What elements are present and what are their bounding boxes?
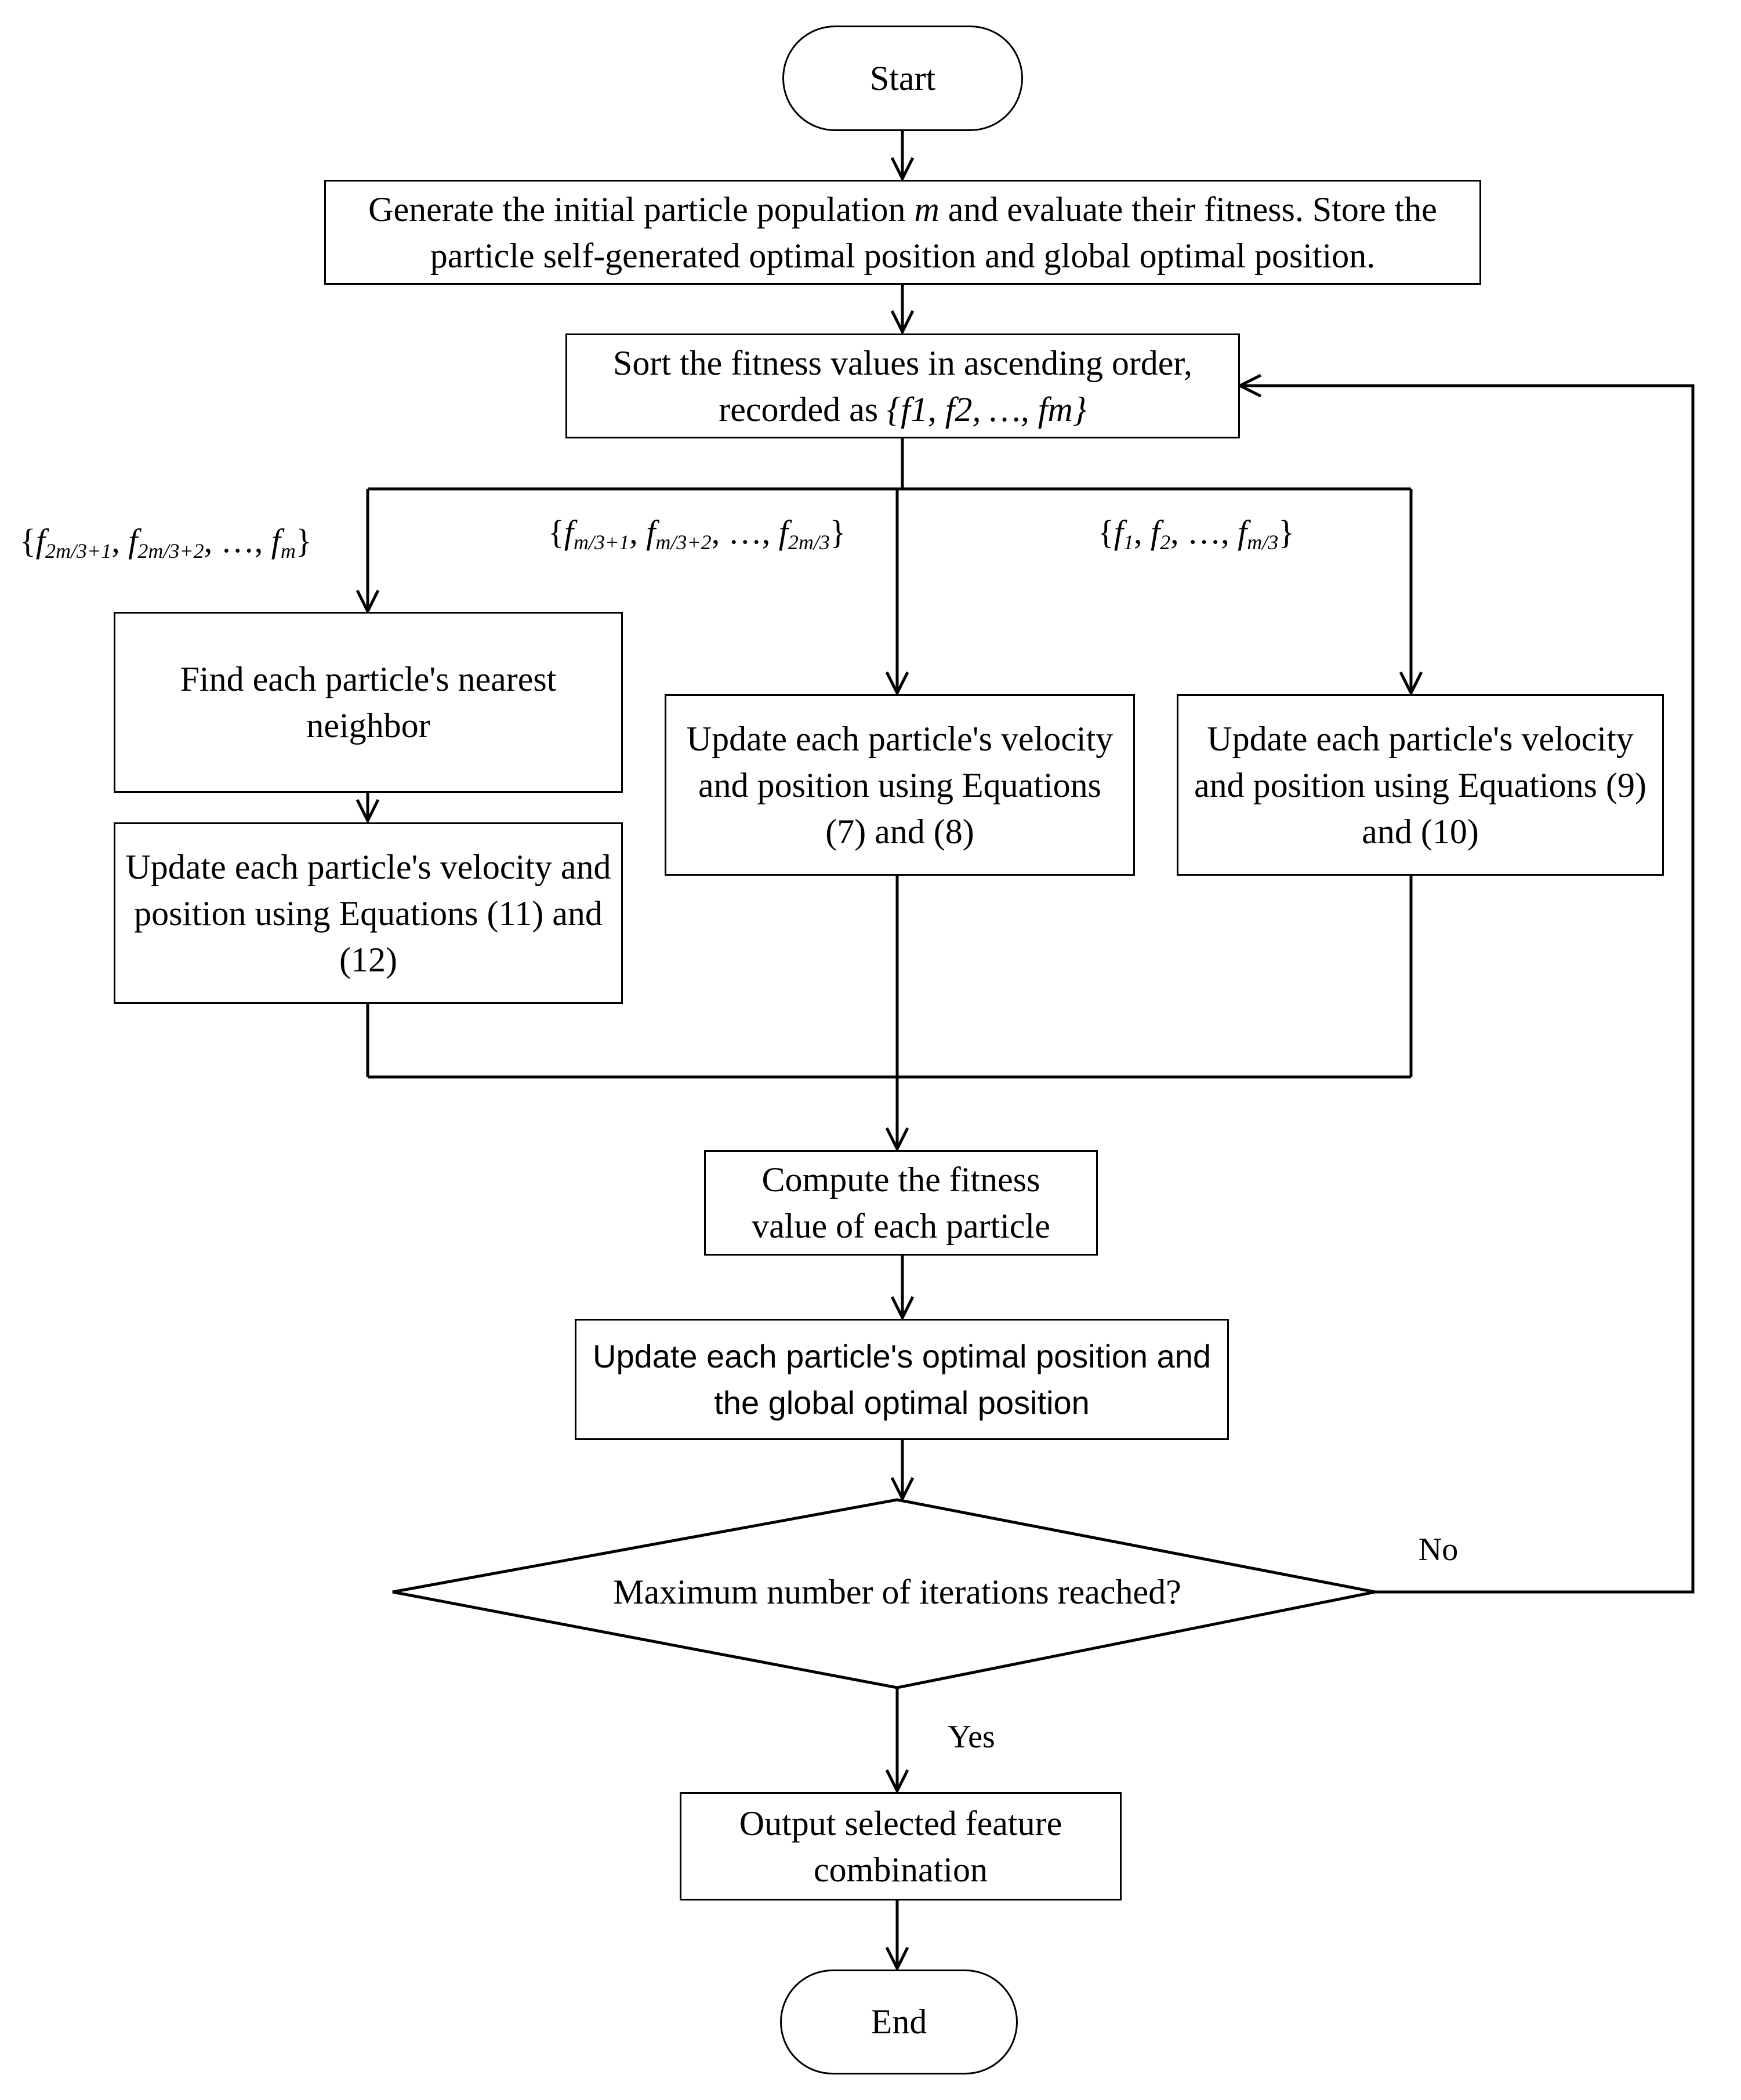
find-neighbor-box: Find each particle's nearest neighbor <box>114 612 623 793</box>
update-eq-7-8-box: Update each particle's velocity and posi… <box>665 694 1135 876</box>
end-label: End <box>870 2003 927 2041</box>
start-terminal: Start <box>782 26 1023 131</box>
yes-label: Yes <box>948 1719 995 1755</box>
update-eq-11-12-text: Update each particle's velocity and posi… <box>125 847 611 979</box>
start-label: Start <box>869 59 936 97</box>
decision-label: Maximum number of iterations reached? <box>613 1572 1181 1611</box>
update-eq-9-10-text: Update each particle's velocity and posi… <box>1194 719 1646 851</box>
output-box: Output selected feature combination <box>680 1792 1122 1900</box>
update-optimal-box: Update each particle's optimal position … <box>575 1319 1229 1440</box>
update-eq-9-10-box: Update each particle's velocity and posi… <box>1177 694 1664 876</box>
init-population-text: Generate the initial particle population… <box>368 190 1437 275</box>
edge-no-loop <box>1240 386 1695 1594</box>
branch-label-middle: {fm/3+1, fm/3+2, …, f2m/3} <box>548 513 846 554</box>
update-optimal-text: Update each particle's optimal position … <box>593 1337 1211 1421</box>
compute-fitness-box: Compute the fitness value of each partic… <box>704 1150 1098 1256</box>
update-eq-7-8-text: Update each particle's velocity and posi… <box>686 719 1113 851</box>
update-eq-11-12-box: Update each particle's velocity and posi… <box>114 822 623 1004</box>
output-text: Output selected feature combination <box>739 1804 1062 1889</box>
branch-label-right: {f1, f2, …, fm/3} <box>1098 513 1295 554</box>
no-label: No <box>1418 1532 1459 1568</box>
find-neighbor-text: Find each particle's nearest neighbor <box>180 660 557 745</box>
end-terminal: End <box>780 1970 1018 2074</box>
sort-fitness-box: Sort the fitness values in ascending ord… <box>565 333 1240 438</box>
compute-fitness-text: Compute the fitness value of each partic… <box>752 1160 1050 1245</box>
branch-label-left: {f2m/3+1, f2m/3+2, …, fm} <box>20 522 312 563</box>
init-population-box: Generate the initial particle population… <box>324 180 1481 285</box>
sort-fitness-text: Sort the fitness values in ascending ord… <box>612 343 1193 429</box>
